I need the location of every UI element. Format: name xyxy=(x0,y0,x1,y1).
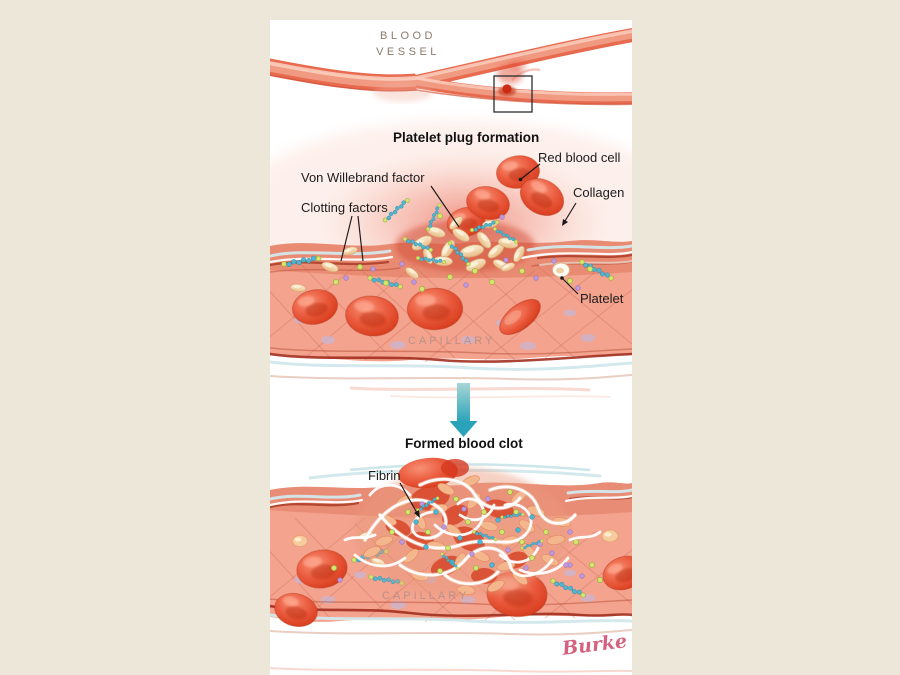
stage2-title: Formed blood clot xyxy=(405,436,523,451)
fibrin-clot xyxy=(343,457,602,596)
collagen-fibers-lower xyxy=(270,488,632,507)
label-fibrin: Fibrin xyxy=(368,468,401,483)
label-line-clotting-2 xyxy=(357,215,364,262)
label-platelet: Platelet xyxy=(580,291,624,306)
label-clotting-factors: Clotting factors xyxy=(301,200,388,215)
label-collagen: Collagen xyxy=(573,185,625,200)
down-arrow-icon xyxy=(449,383,478,437)
label-line-red-blood-cell xyxy=(520,163,541,180)
capillary-lower-illustration xyxy=(270,457,632,673)
label-pointer-lines xyxy=(340,163,579,518)
collagen-fibers-upper xyxy=(270,244,632,266)
blood-vessel-caption: BLOOD VESSEL xyxy=(376,30,440,58)
scattered-factors-lower xyxy=(292,529,619,599)
blood-vessel-illustration xyxy=(270,27,632,113)
label-red-blood-cell: Red blood cell xyxy=(538,150,621,165)
label-line-clotting-1 xyxy=(340,215,353,262)
stage1-title: Platelet plug formation xyxy=(393,130,540,145)
fibrin-strands xyxy=(343,477,602,586)
clotting-illustration xyxy=(270,27,632,673)
label-von-willebrand-factor: Von Willebrand factor xyxy=(301,170,425,185)
label-line-platelet xyxy=(562,278,579,295)
label-capillary-upper: CAPILLARY xyxy=(408,335,496,347)
red-blood-cells-upper xyxy=(289,153,570,341)
label-line-fibrin xyxy=(399,482,418,514)
scattered-factors-upper xyxy=(280,245,615,294)
injury-highlight-box xyxy=(493,75,533,113)
illustration-panel: BLOOD VESSEL Platelet plug formation Red… xyxy=(270,20,632,675)
platelet-plug xyxy=(381,196,528,275)
label-line-von-willebrand xyxy=(430,185,460,228)
labeled-platelet-cell xyxy=(552,262,570,278)
label-line-collagen xyxy=(564,202,577,222)
label-capillary-lower: CAPILLARY xyxy=(382,590,470,602)
vessel-injury xyxy=(497,59,541,96)
